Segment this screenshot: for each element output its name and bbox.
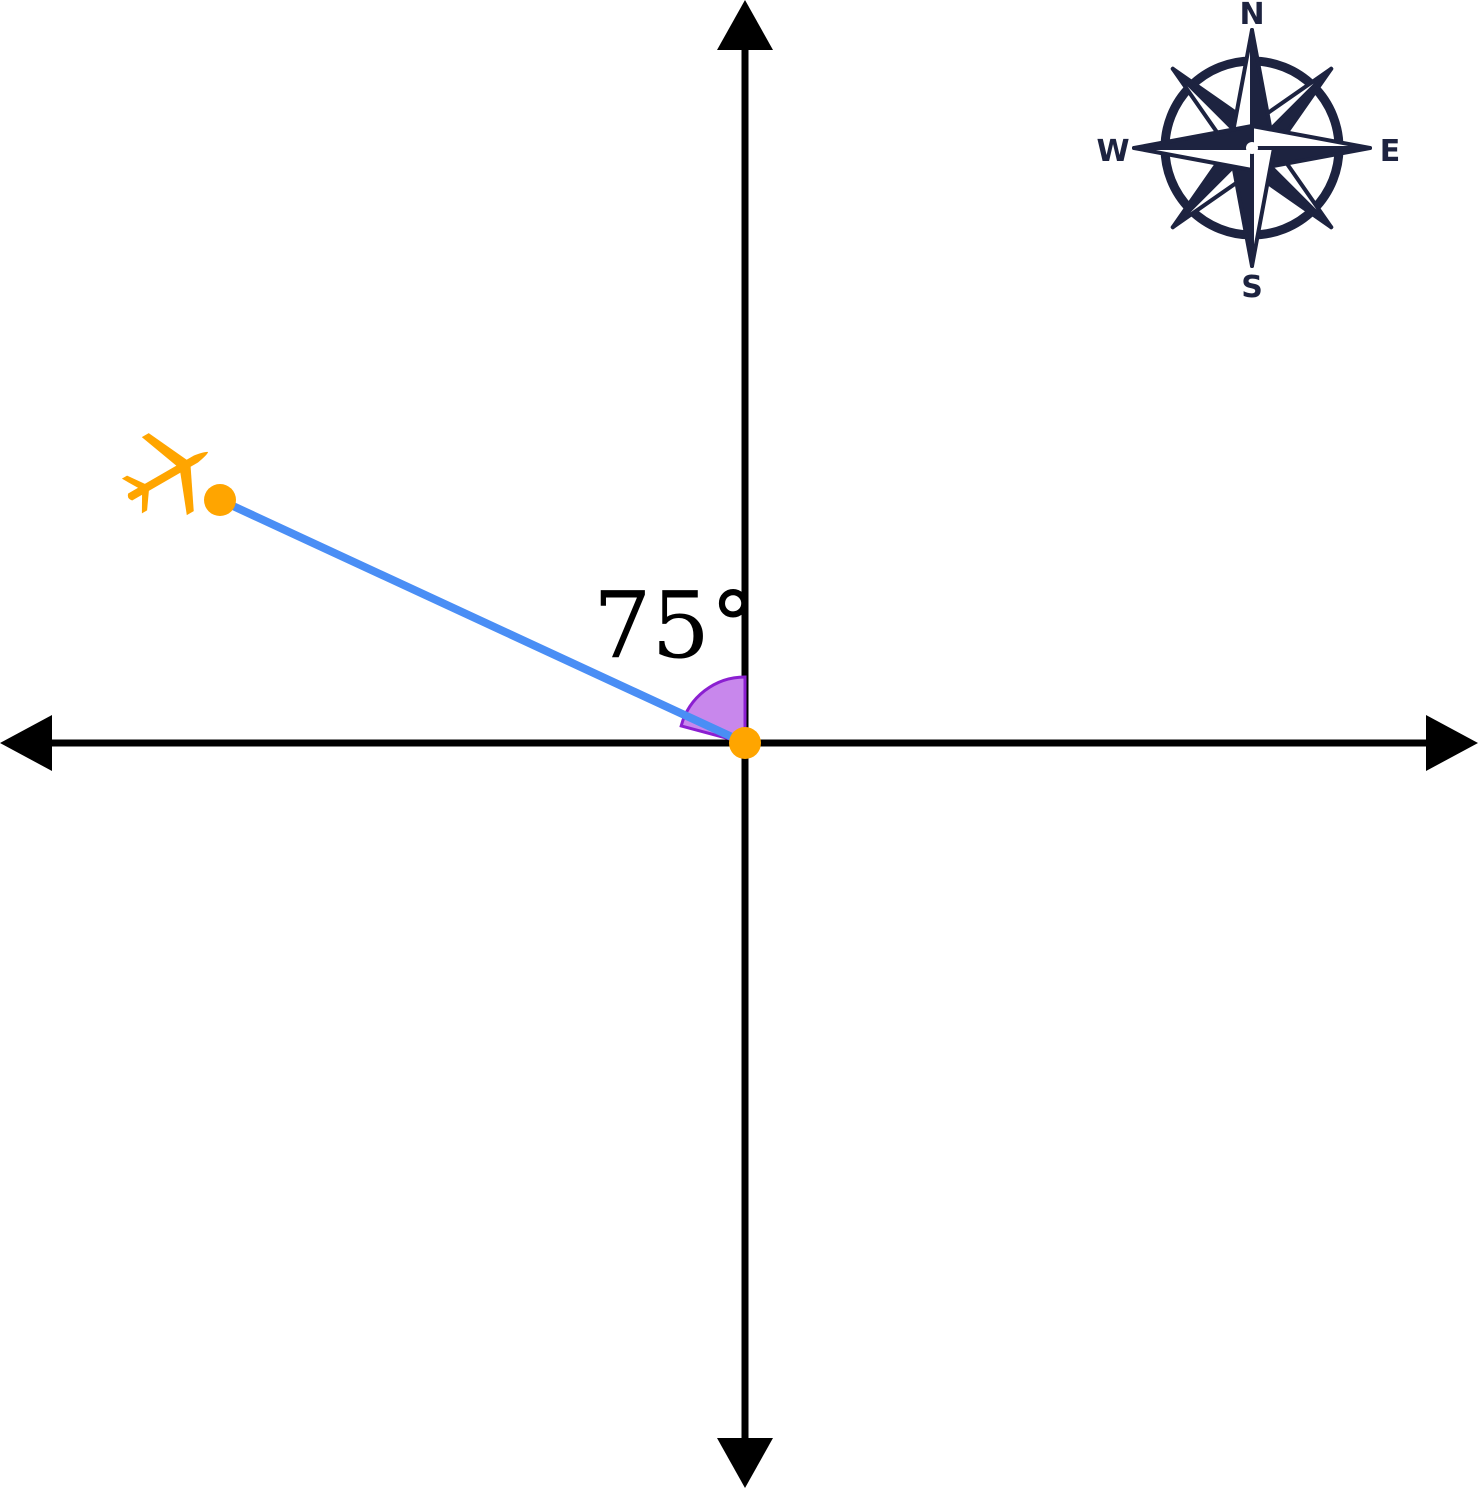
angle-label: 75° [593,572,756,679]
compass-point-180-light [1250,146,1276,268]
origin-point [729,727,761,759]
compass-star [1132,28,1372,268]
flight-path-line [216,496,749,747]
compass-south-label: S [1241,270,1263,305]
compass-north-label: N [1239,0,1264,32]
plane-position-point [204,484,236,516]
arrowhead-north [717,0,773,50]
compass-center [1246,142,1258,154]
compass-west-label: W [1096,134,1129,169]
angle-arc [679,675,747,745]
arrowhead-east [1426,715,1478,771]
airplane-icon [121,433,209,516]
compass-rose-icon: N S E W [1096,0,1400,305]
arrowhead-south [717,1438,773,1488]
compass-point-270-light [1132,146,1254,172]
compass-point-270-dark [1132,124,1254,150]
arrowhead-west [0,715,52,771]
compass-point-90-light [1250,124,1372,150]
compass-east-label: E [1380,134,1401,169]
